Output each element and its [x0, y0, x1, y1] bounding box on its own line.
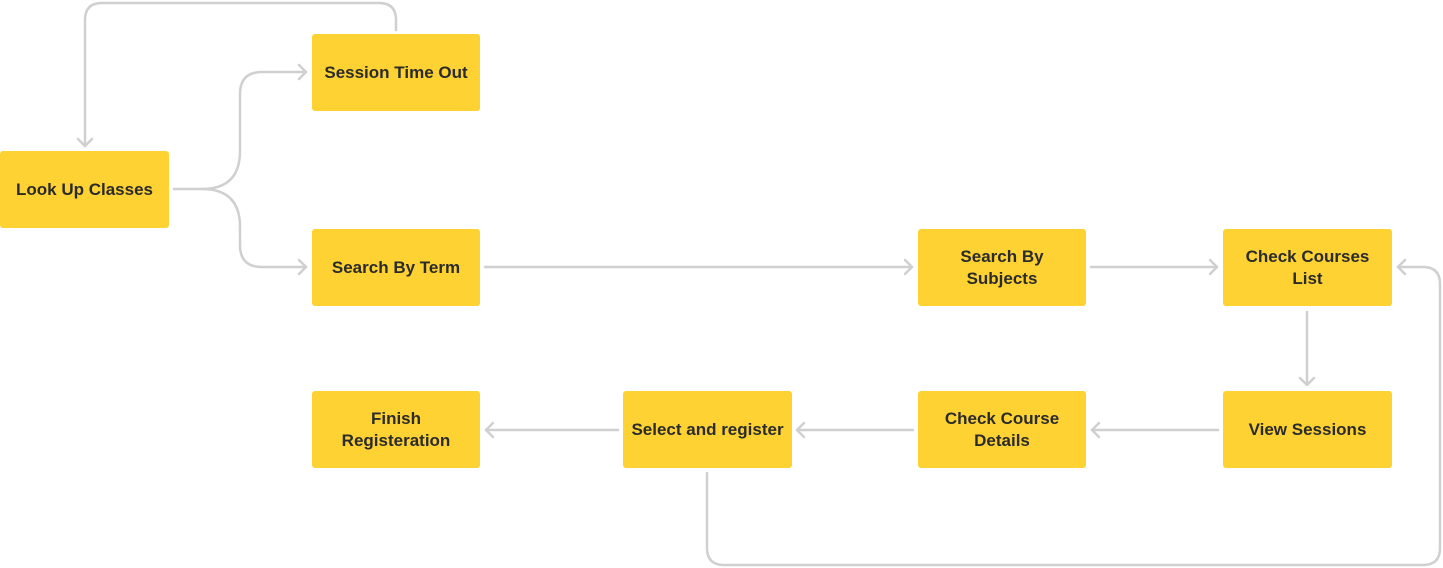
node-look-up-classes[interactable]: Look Up Classes	[0, 151, 169, 228]
node-search-by-subjects[interactable]: Search By Subjects	[918, 229, 1086, 306]
node-label: Search By Subjects	[960, 246, 1044, 288]
edge-select-and-register-to-finish-registeration	[484, 421, 620, 439]
node-finish-registeration[interactable]: Finish Registeration	[312, 391, 480, 468]
edge-check-course-details-to-select-and-register	[795, 421, 915, 439]
node-check-course-details[interactable]: Check Course Details	[918, 391, 1086, 468]
edge-look-up-classes-to-search-by-term	[200, 187, 308, 276]
node-label: View Sessions	[1248, 419, 1367, 439]
edge-search-by-subjects-to-check-courses-list	[1089, 258, 1219, 276]
node-label: Finish Registeration	[341, 408, 451, 450]
node-select-and-register[interactable]: Select and register	[623, 391, 792, 468]
node-label: Check Courses List	[1245, 246, 1370, 288]
edge-check-courses-list-to-view-sessions	[1298, 310, 1316, 387]
node-search-by-term[interactable]: Search By Term	[312, 229, 480, 306]
node-label: Check Course Details	[944, 408, 1060, 450]
edge-session-timeout-to-look-up-classes	[76, 1, 398, 148]
edge-view-sessions-to-check-course-details	[1090, 421, 1220, 439]
edge-look-up-classes-to-session-timeout	[172, 63, 308, 191]
node-label: Select and register	[631, 419, 784, 439]
node-session-time-out[interactable]: Session Time Out	[312, 34, 480, 111]
node-label: Session Time Out	[324, 62, 468, 82]
node-label: Search By Term	[331, 257, 461, 277]
node-view-sessions[interactable]: View Sessions	[1223, 391, 1392, 468]
edge-select-and-register-to-check-courses-list	[705, 258, 1442, 567]
node-label: Look Up Classes	[16, 179, 153, 199]
node-check-courses-list[interactable]: Check Courses List	[1223, 229, 1392, 306]
edge-search-by-term-to-search-by-subjects	[483, 258, 914, 276]
